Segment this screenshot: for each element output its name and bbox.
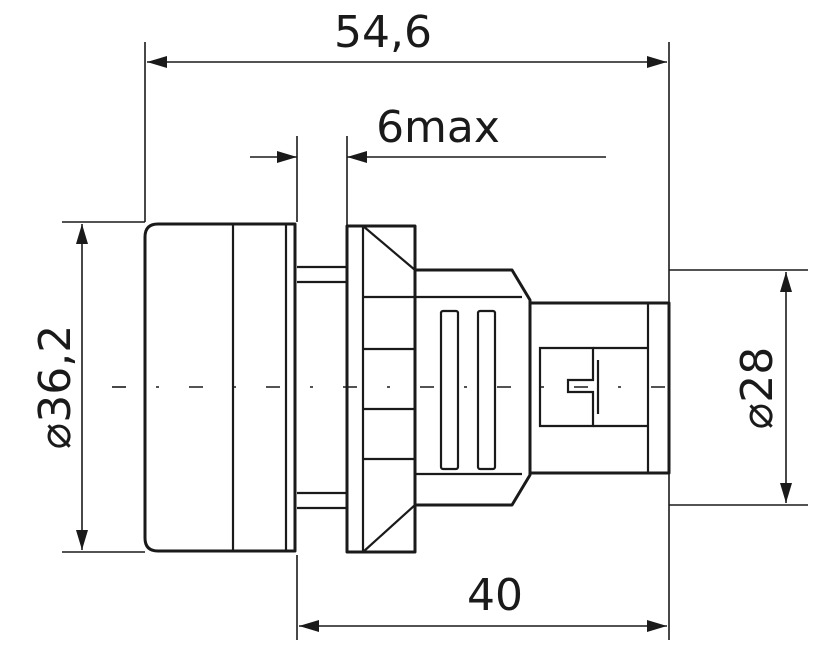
terminal-block: [528, 301, 671, 475]
neck: [297, 265, 347, 510]
dimension-overall-length: 54,6: [147, 7, 667, 68]
dimension-head-diameter: ⌀36,2: [30, 224, 88, 550]
extension-lines: [62, 42, 808, 640]
dimension-text-panel-thickness: 6max: [376, 102, 500, 153]
dimension-text-body-length: 40: [467, 570, 523, 621]
dimension-panel-thickness: 6max: [250, 102, 606, 163]
dimension-body-diameter: ⌀28: [732, 272, 792, 503]
mounting-nut: [345, 224, 417, 554]
dimension-body-length: 40: [299, 570, 667, 632]
dimension-text-head-diameter: ⌀36,2: [30, 325, 81, 449]
dimension-text-body-diameter: ⌀28: [732, 347, 783, 429]
dimension-text-overall-length: 54,6: [334, 7, 432, 58]
